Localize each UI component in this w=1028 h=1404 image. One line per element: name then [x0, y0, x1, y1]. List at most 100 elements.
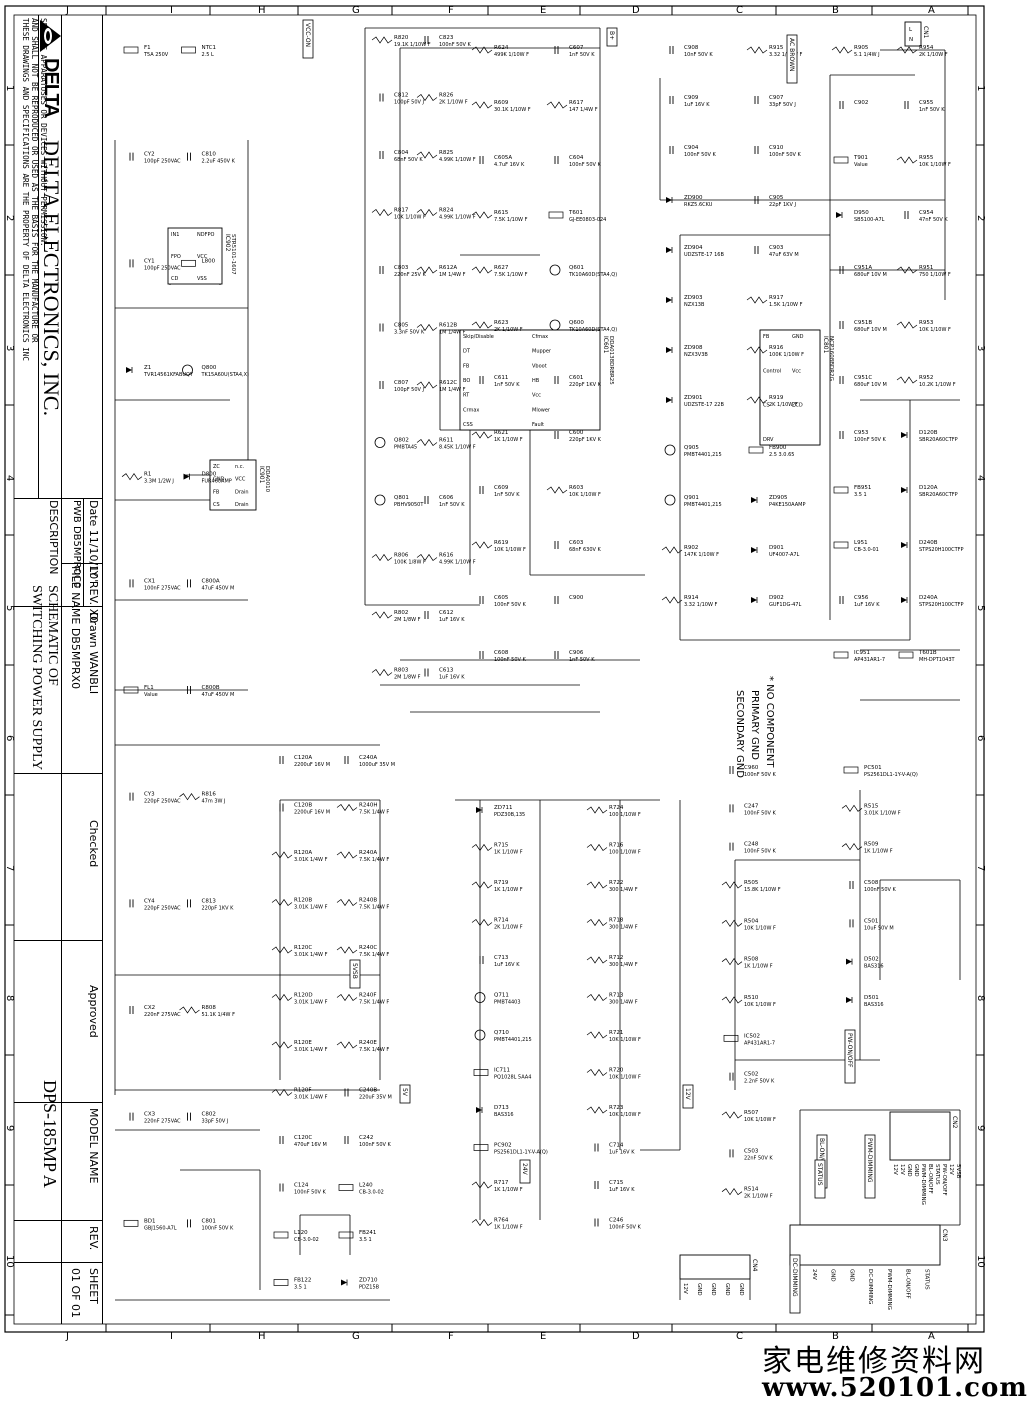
net-flag-status: STATUS [814, 1159, 826, 1199]
component-value: NZX3V3B [684, 352, 708, 358]
component-symbol [123, 46, 139, 54]
component-ref: R612B [439, 323, 457, 329]
component-value: 7.5K 1/4W F [359, 1000, 389, 1006]
sheet-border [4, 5, 985, 1333]
component-ref: R817 [394, 208, 409, 214]
ic-ref: IC601 [602, 336, 609, 354]
resistor-symbol [586, 918, 608, 927]
component-ref: FB241 [359, 1230, 376, 1236]
resistor-symbol [471, 1181, 493, 1189]
net-flag-label: PW-ON/OFF [846, 1033, 853, 1068]
component-ref: R120E [294, 1040, 312, 1046]
component-value: PQ1028L 5AA4 [494, 1075, 531, 1081]
component-value: PMBT4401,215 [684, 502, 722, 508]
component-ref: R609 [494, 100, 509, 106]
component-ref: R514 [744, 1187, 759, 1193]
component-ref: D120A [919, 485, 938, 491]
component-value: 100nF 50V K [864, 887, 897, 893]
component-ref: PC902 [494, 1143, 512, 1149]
ic-pin-label: Drain [235, 502, 249, 508]
component-value: TK15A60U(STA4,X) [201, 372, 250, 378]
component-ref: C501 [864, 918, 878, 924]
grid-col-top-G: G [352, 5, 360, 16]
component-ref: C908 [684, 45, 699, 51]
component-ref: C955 [919, 100, 934, 106]
resistor-symbol [371, 668, 393, 677]
diode-symbol [751, 497, 757, 503]
component-value: 4.99K 1/10W F [439, 560, 476, 566]
component-symbol [833, 541, 849, 549]
component-value: 220uF 35V M [359, 1095, 392, 1101]
component-ref: IC711 [494, 1068, 510, 1074]
component-ref: C120C [294, 1135, 312, 1141]
resistor-symbol [271, 1088, 293, 1097]
component-value: 7.5K 1/4W F [359, 905, 389, 911]
title-divider-2 [61, 15, 62, 498]
component-l800: L800 [181, 258, 216, 267]
component-ref: C508 [864, 880, 879, 886]
component-ref: C605A [494, 155, 512, 161]
component-value: 10K 1/10W F [494, 547, 526, 553]
ic-pin-label: HB [532, 378, 540, 384]
component-value: 3.01K 1/4W F [294, 857, 328, 863]
component-value: 147 1/4W F [569, 107, 598, 113]
component-value: 1uF 16V K [684, 102, 710, 108]
resistor-symbol [179, 1006, 200, 1014]
component-value: 2.2uF 450V K [202, 159, 236, 165]
component-ref: C801 [202, 1218, 216, 1224]
grid-row-left-10: 10 [4, 1255, 15, 1268]
diode-symbol [666, 347, 672, 353]
component-value: 10.2K 1/10W F [919, 382, 956, 388]
component-ref: D902 [769, 595, 784, 601]
component-value: 47uF 63V M [769, 252, 799, 258]
resistor-symbol [271, 898, 293, 907]
ic-pin-label: Vboot [532, 363, 547, 369]
diode-symbol [901, 597, 907, 603]
component-symbol [723, 1034, 739, 1042]
resistor-symbol [336, 1041, 358, 1049]
resistor-symbol [896, 46, 918, 54]
component-ref: R808 [202, 1005, 217, 1011]
grid-col-top-D: D [632, 5, 640, 16]
component-symbol [338, 1184, 354, 1191]
sheet-label: SHEET [87, 1268, 100, 1304]
component-value: 10K 1/10W F [919, 327, 951, 333]
diode-symbol [666, 397, 672, 403]
component-ref: C603 [569, 540, 584, 546]
component-ref: C715 [609, 1180, 624, 1186]
grid-row-right-3: 3 [975, 345, 986, 351]
component-value: 1nF 50V K [569, 657, 595, 663]
component-value: UDZSTE-17 22B [684, 402, 724, 408]
resistor-symbol [416, 208, 438, 217]
component-value: 47nF 50V K [919, 217, 948, 223]
